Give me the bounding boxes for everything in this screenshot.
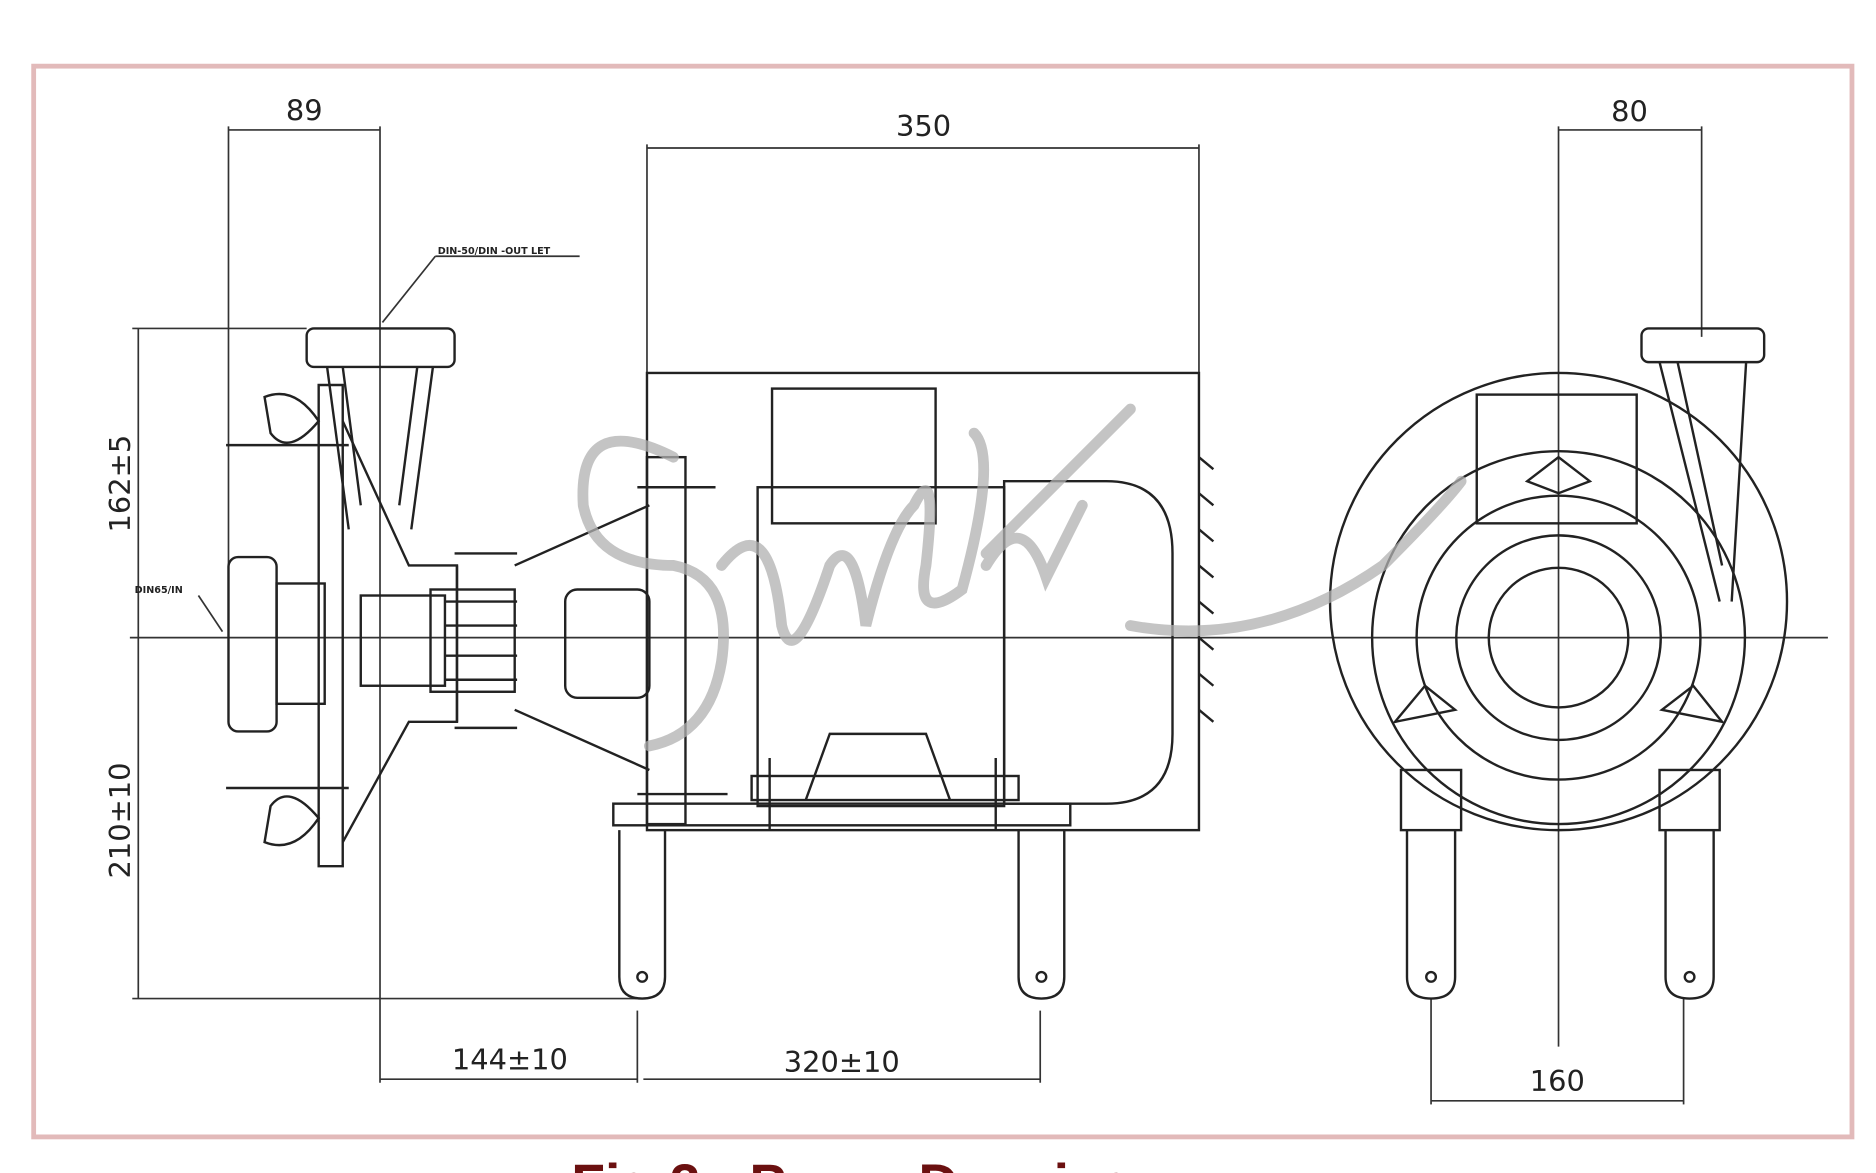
dimension-lines xyxy=(132,126,1703,1105)
dim-front-leg-offset: 144±10 xyxy=(452,1043,568,1077)
signature-watermark xyxy=(577,403,1467,752)
dim-outlet-offset: 80 xyxy=(1611,95,1648,129)
motor-side xyxy=(612,371,1215,1000)
dim-leg-spacing: 320±10 xyxy=(784,1045,900,1079)
inlet-note: DIN65/IN xyxy=(135,585,183,596)
drawing-border xyxy=(31,63,1855,1140)
dim-lower-height: 210±10 xyxy=(103,762,137,878)
dim-inlet-width: 89 xyxy=(286,93,323,127)
pump-head-side xyxy=(226,327,651,868)
outlet-note: DIN-50/DIN -OUT LET xyxy=(438,246,551,257)
figure-caption: Fig.2 - Pump Drawing xyxy=(571,1153,1136,1173)
dim-motor-length: 350 xyxy=(896,109,951,143)
dim-leg-width: 160 xyxy=(1530,1064,1585,1098)
dim-upper-height: 162±5 xyxy=(103,435,137,533)
